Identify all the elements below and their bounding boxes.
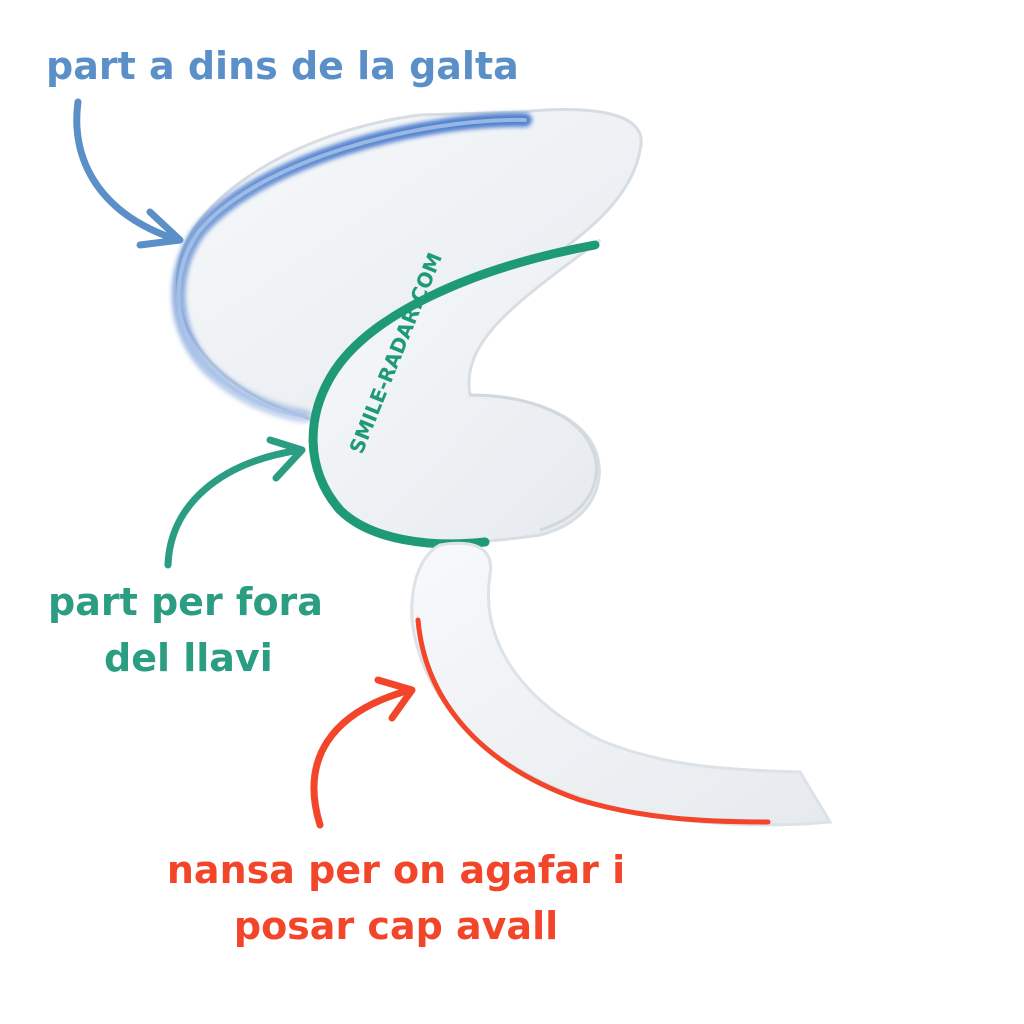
lip-part-label: part per fora del llavi: [48, 574, 323, 686]
lip-label-line1: part per fora: [48, 580, 323, 624]
cheek-label-line1: part a dins de la galta: [46, 44, 519, 88]
handle-label: nansa per on agafar i posar cap avall: [156, 842, 636, 954]
lip-label-line2: del llavi: [104, 636, 273, 680]
cheek-shell: [171, 108, 643, 428]
lip-arrow-icon: [164, 436, 306, 569]
handle-label-line1: nansa per on agafar i: [166, 848, 626, 892]
cheek-arrow-icon: [73, 98, 184, 249]
handle-label-line2: posar cap avall: [233, 904, 559, 948]
handle-arrow-icon: [310, 676, 416, 829]
handle: [410, 541, 833, 827]
cheek-part-label: part a dins de la galta: [46, 38, 519, 94]
